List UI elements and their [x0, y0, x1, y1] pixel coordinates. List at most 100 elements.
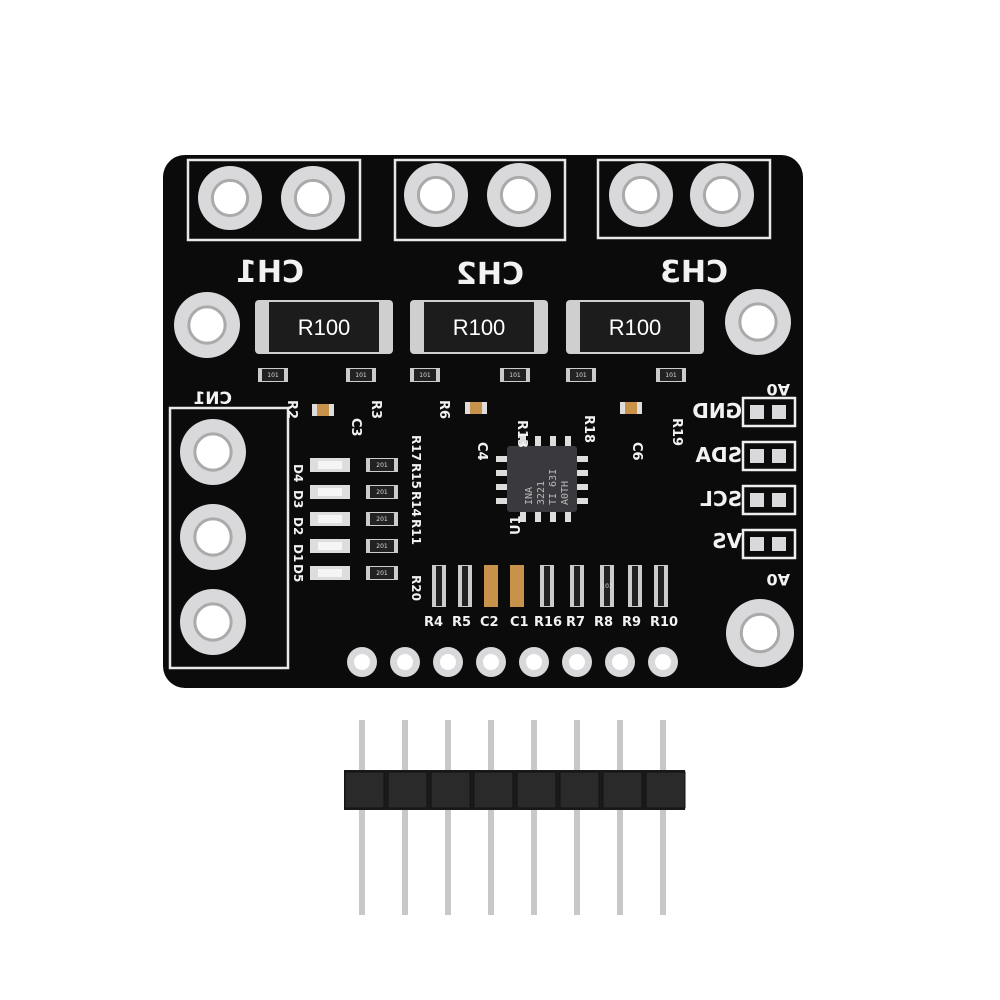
designator-label: D5 — [291, 564, 305, 582]
chip-pin — [565, 436, 571, 448]
smd-resistor-body — [660, 369, 682, 381]
smd-resistor-body — [370, 459, 394, 471]
terminal-hole — [621, 175, 661, 215]
designator-label: C1 — [510, 615, 529, 630]
chip-pin — [576, 484, 588, 490]
header-hole — [483, 654, 499, 670]
i2c-pad — [772, 449, 786, 463]
header-segment — [387, 771, 428, 809]
chip-pin — [550, 510, 556, 522]
terminal-hole — [416, 175, 456, 215]
smd-marking: 101 — [355, 372, 367, 379]
chip-pin — [565, 510, 571, 522]
header-hole — [655, 654, 671, 670]
header-hole — [526, 654, 542, 670]
header-segment — [344, 771, 385, 809]
shunt-resistor-label: R100 — [298, 315, 351, 340]
chip-pin — [576, 456, 588, 462]
header-pin — [531, 720, 537, 915]
header-pin — [617, 720, 623, 915]
label-scl: SCL — [700, 487, 742, 511]
smd-marking: 201 — [376, 462, 388, 469]
i2c-pad — [750, 493, 764, 507]
i2c-pad — [750, 449, 764, 463]
ina3221-chip: INA 3221 TI 63I A0TH U1 — [496, 436, 588, 535]
designator-label: R19 — [669, 418, 684, 446]
smd-resistor-body — [574, 566, 580, 606]
channel-label-3: CH3 — [660, 255, 728, 290]
chip-pin — [535, 510, 541, 522]
label-gnd: GND — [692, 399, 742, 423]
terminal-hole — [193, 432, 233, 472]
chip-pin — [576, 498, 588, 504]
smd-resistor-body — [350, 369, 372, 381]
terminal-hole — [499, 175, 539, 215]
led-lens — [318, 461, 342, 469]
smd-capacitor-body — [625, 402, 637, 414]
smd-marking: 101 — [575, 372, 587, 379]
terminal-hole — [738, 302, 778, 342]
label-a0-top: A0 — [766, 380, 790, 399]
header-hole — [440, 654, 456, 670]
designator-label: D1 — [291, 544, 305, 562]
designator-label: R4 — [424, 615, 443, 630]
header-segment — [516, 771, 557, 809]
header-segment — [559, 771, 600, 809]
terminal-hole — [210, 178, 250, 218]
smd-marking: 201 — [376, 516, 388, 523]
smd-marking: 101 — [509, 372, 521, 379]
smd-capacitor-body — [317, 404, 329, 416]
smd-marking: 201 — [376, 489, 388, 496]
designator-label: R2 — [284, 400, 299, 419]
shunt-resistor-body — [424, 302, 534, 352]
designator-label: R9 — [622, 615, 641, 630]
terminal-hole — [193, 602, 233, 642]
shunt-resistor-body — [269, 302, 379, 352]
chip-marking-2: 3221 — [536, 481, 547, 505]
chip-pin — [520, 510, 526, 522]
designator-label: C6 — [629, 442, 644, 461]
header-hole — [569, 654, 585, 670]
designator-label: R20 — [409, 575, 423, 601]
i2c-pad-box — [741, 440, 797, 472]
smd-resistor-body — [436, 566, 442, 606]
shunt-resistor-body — [580, 302, 690, 352]
smd-marking: 101 — [267, 372, 279, 379]
i2c-pad — [750, 537, 764, 551]
terminal-hole — [187, 305, 227, 345]
smd-resistor-body — [504, 369, 526, 381]
header-pin — [574, 720, 580, 915]
header-hole — [354, 654, 370, 670]
chip-marking-1: INA — [524, 487, 535, 505]
smd-marking: 101 — [665, 372, 677, 379]
terminal-hole — [193, 517, 233, 557]
designator-label: D4 — [291, 464, 305, 482]
smd-resistor-body — [414, 369, 436, 381]
designator-label: R18 — [581, 415, 596, 443]
designator-label: R3 — [368, 400, 383, 419]
chip-pin — [496, 484, 508, 490]
pin-header — [344, 720, 686, 915]
label-sda: SDA — [695, 443, 742, 467]
label-vs: VS — [712, 529, 742, 553]
smd-capacitor-body — [470, 402, 482, 414]
led-lens — [318, 515, 342, 523]
smd-resistor-body — [370, 540, 394, 552]
i2c-pad — [772, 537, 786, 551]
designator-label: R6 — [436, 400, 451, 419]
chip-pin — [535, 436, 541, 448]
channel-label-2: CH2 — [456, 257, 524, 292]
chip-pin — [576, 470, 588, 476]
chip-pin — [496, 498, 508, 504]
chip-pin — [550, 436, 556, 448]
i2c-pad-box — [741, 528, 797, 560]
channel-label-1: CH1 — [236, 255, 304, 290]
smd-resistor-body — [262, 369, 284, 381]
smd-marking: 103 — [601, 583, 613, 590]
smd-resistor-body — [632, 566, 638, 606]
i2c-pad — [750, 405, 764, 419]
designator-label: R15 — [409, 463, 423, 489]
connector-label: CN1 — [193, 389, 232, 409]
designator-label: C2 — [480, 615, 499, 630]
